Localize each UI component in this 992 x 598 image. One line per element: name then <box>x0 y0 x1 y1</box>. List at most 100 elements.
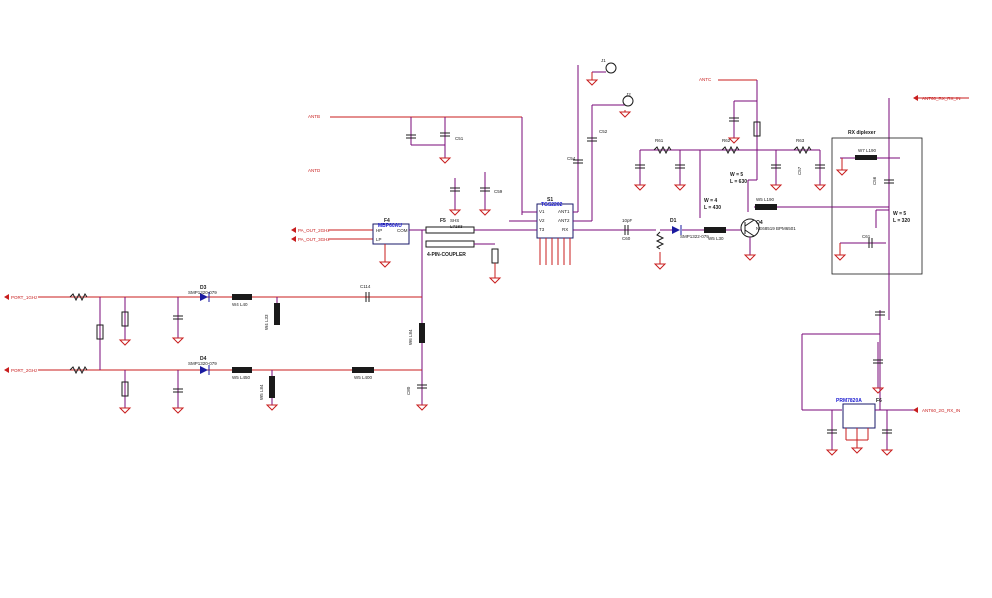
port-antd-label: ANTD <box>308 168 321 173</box>
ground-icon <box>871 387 885 394</box>
s1-pin-t3: T3 <box>539 227 545 232</box>
ground-icon <box>825 449 839 456</box>
port-pa-out-1-label: PA_OUT_2GHz <box>298 228 330 233</box>
ground-icon <box>448 209 462 216</box>
port-arrow-icon <box>291 236 296 242</box>
r62-inductor <box>721 145 740 155</box>
r61-inductor <box>653 145 672 155</box>
q4-ref: Q4 <box>756 220 763 226</box>
r62-label: R62 <box>722 138 731 143</box>
port-antc-label: ANTC <box>699 77 712 82</box>
f4-ref: F4 <box>384 218 390 224</box>
ground-icon <box>171 407 185 414</box>
ground-icon <box>171 337 185 344</box>
c60-label: C60 <box>622 236 631 241</box>
tline-w5-l190-label: W5 L190 <box>756 197 775 202</box>
r63-label: R63 <box>796 138 805 143</box>
tline-w5-l30-label: W5 L30 <box>708 236 724 241</box>
s1-pin-ant2: ANT2 <box>558 218 570 223</box>
c59-label: C59 <box>494 189 503 194</box>
d4-part: SMP1320-079 <box>188 361 217 366</box>
s1-ref: S1 <box>547 197 553 203</box>
port-antb-label: ANTB <box>308 114 320 119</box>
ground-icon <box>880 449 894 456</box>
ground-icon <box>633 184 647 191</box>
bias-section: ANTC R61 R62 R63 C57 W = <box>633 77 827 270</box>
tl-w4-label: W = 4 <box>704 198 717 204</box>
diplexer-label: RX diplexer <box>848 130 876 136</box>
coupler-label: 4-PIN-COUPLER <box>427 252 466 258</box>
c52-label: C52 <box>599 129 608 134</box>
ground-icon <box>835 169 849 176</box>
s1-pin-v1: V1 <box>539 209 545 214</box>
left-section: PORT_1GHz D3 SMP1320-079 W4 L40 W4 L33 C… <box>4 284 429 414</box>
inductor <box>69 365 88 375</box>
rx-section: ANT60_RX_RX_IN RX diplexer W7 L190 C56 W… <box>754 95 969 456</box>
tline-w5-l450-label: W5 L450 <box>232 375 251 380</box>
tline-w5-l84-label: W5 L84 <box>259 384 264 400</box>
resistor <box>121 381 129 397</box>
tline-w4-l40 <box>232 294 252 300</box>
l73-inductor <box>655 231 665 250</box>
port-1-label: PORT_1GHz <box>11 295 38 300</box>
port-pa-out-2-label: PA_OUT_3GHz <box>298 237 330 242</box>
port-arrow-icon <box>4 367 9 373</box>
port-arrow-icon <box>913 407 918 413</box>
j1-connector-icon <box>605 62 617 74</box>
tline-w7-label: W7 L190 <box>858 148 877 153</box>
ground-icon <box>585 79 599 86</box>
d4-diode <box>200 366 208 374</box>
resistor <box>491 248 499 264</box>
resistor <box>753 121 761 137</box>
switch-section: ANTB ANTD C51 C59 S1 TGS2202 V1 V2 T3 AN… <box>308 58 656 265</box>
ground-icon <box>618 111 632 118</box>
f4-pin-lp: LP <box>376 237 382 242</box>
d3-part: SMP1320-079 <box>188 290 217 295</box>
inductor <box>69 292 88 302</box>
ground-icon <box>653 263 667 270</box>
ground-icon <box>769 184 783 191</box>
c56-label: C56 <box>872 176 877 185</box>
c51-label: C51 <box>455 136 464 141</box>
f5-ref: F5 <box>440 218 446 224</box>
ground-icon <box>118 407 132 414</box>
resistor <box>121 311 129 327</box>
s1-pin-v2: V2 <box>539 218 545 223</box>
f6-filter <box>842 403 876 429</box>
tline-w5-l30 <box>704 227 726 233</box>
c57-label: C57 <box>797 166 802 175</box>
port-arrow-icon <box>291 227 296 233</box>
tline-w4-l33-label: W4 L33 <box>264 314 269 330</box>
tline-w5-l400-label: W5 L400 <box>354 375 373 380</box>
tline-w5-l84 <box>269 376 275 398</box>
j1-label: J1 <box>601 58 606 63</box>
tline-w4-l33 <box>274 303 280 325</box>
tline-w7-l190 <box>855 155 877 160</box>
tl-l630-label: L = 630 <box>730 179 747 185</box>
j2-connector-icon <box>622 95 634 107</box>
port-rx-bottom-label: ANT60_2G_RX_IN <box>922 408 960 413</box>
f6-ref: F6 <box>876 398 882 404</box>
q4-part: NE68519 BPM6501 <box>756 226 796 231</box>
f4-diplexer <box>372 223 410 245</box>
port-arrow-icon <box>4 294 9 300</box>
f6-part: PRM7820A <box>836 398 862 404</box>
f4-part: MBP60AU <box>378 223 402 229</box>
tline-w5-l400 <box>352 367 374 373</box>
s1-pin-ant1: ANT1 <box>558 209 570 214</box>
c54-label: C54 <box>567 156 576 161</box>
port-rx-top-label: ANT60_RX_RX_IN <box>922 96 961 101</box>
pa-section: PA_OUT_2GHz PA_OUT_3GHz F4 MBP60AU HP LP… <box>291 218 537 405</box>
resistor <box>96 324 104 340</box>
coupler-body <box>425 240 475 248</box>
ground-icon <box>378 261 392 268</box>
val-10pf: 10pF <box>622 218 633 223</box>
r63-inductor <box>793 145 812 155</box>
tline-w6-l84 <box>419 323 425 343</box>
ground-icon <box>813 184 827 191</box>
f5-coupler <box>425 226 475 234</box>
s1-pin-rx: RX <box>562 227 568 232</box>
ground-icon <box>438 157 452 164</box>
ground-icon <box>833 254 847 261</box>
